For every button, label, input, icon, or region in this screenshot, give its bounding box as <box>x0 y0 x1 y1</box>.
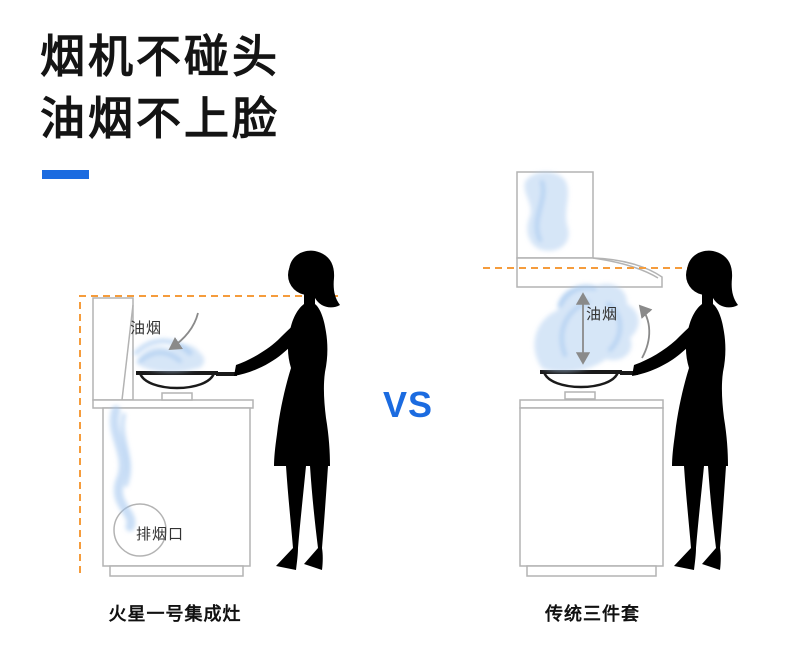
wok-handle <box>216 372 237 376</box>
smoke-flow-arrow-left <box>168 312 199 350</box>
stove-counter-right <box>519 399 664 409</box>
stove-plinth-right <box>526 565 657 577</box>
headline-line1: 烟机不碰头 <box>40 31 281 82</box>
wok-pan <box>138 371 216 390</box>
right-illustration <box>483 171 738 577</box>
smoke-plume-right <box>534 283 639 373</box>
stove-plinth <box>109 565 244 577</box>
accent-underline <box>42 170 89 179</box>
wok-handle-right <box>620 371 638 375</box>
burner-stand <box>161 392 193 401</box>
wok-pan-right <box>542 370 620 389</box>
hood-canopy-curve <box>592 257 659 279</box>
smoke-label-right: 油烟 <box>586 306 619 323</box>
hood-canopy <box>516 257 663 288</box>
headline: 烟机不碰头 油烟不上脸 <box>40 26 280 150</box>
wok-rim-right <box>540 370 622 374</box>
smoke-in-duct <box>524 171 569 251</box>
exhaust-outlet-label: 排烟口 <box>136 526 185 543</box>
left-illustration <box>79 250 340 577</box>
caption-traditional-set: 传统三件套 <box>545 604 640 624</box>
hood-panel-facet-line <box>121 304 134 401</box>
stove-hood-panel <box>92 297 134 401</box>
wok-rim <box>136 371 218 375</box>
burner-stand-right <box>564 391 596 400</box>
smoke-flow-arrow-right <box>638 304 653 359</box>
smoke-label-left: 油烟 <box>130 320 163 337</box>
smoke-wisps-left <box>109 338 205 532</box>
vs-divider: VS <box>383 384 434 425</box>
headline-line2: 油烟不上脸 <box>40 93 281 144</box>
height-dashline-left <box>79 295 338 573</box>
caption-integrated-stove: 火星一号集成灶 <box>108 604 242 624</box>
stove-cabinet-right <box>519 407 664 567</box>
